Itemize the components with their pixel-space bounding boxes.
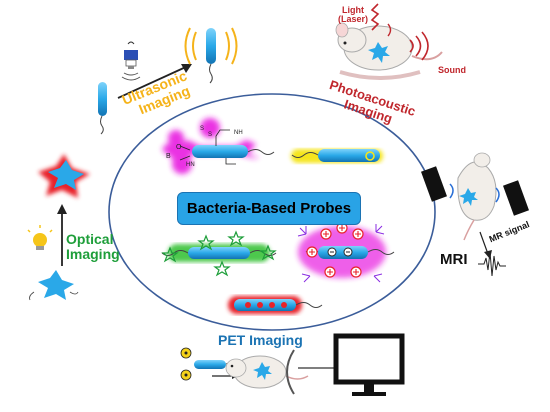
- svg-text:S: S: [208, 132, 212, 138]
- mri-section: [421, 152, 529, 277]
- probe-green: [161, 230, 277, 277]
- optical-label: Optical Imaging: [66, 232, 120, 261]
- tumor-icon: [253, 362, 272, 380]
- magnet-icon: [421, 166, 447, 202]
- pet-label: PET Imaging: [218, 332, 303, 348]
- star-icon: [213, 260, 231, 277]
- star-icon: [197, 234, 215, 251]
- probe-magenta: O B S S NH HN: [162, 118, 275, 174]
- bacterium-icon: [206, 28, 216, 64]
- bacterium-icon: [192, 145, 248, 158]
- probe-red: [228, 296, 323, 314]
- bacteria-cluster-icon: [29, 270, 79, 301]
- light-label-line2: (Laser): [338, 14, 369, 25]
- ultrasound-transducer-icon: [121, 41, 141, 81]
- light-bulb-icon: [27, 225, 53, 250]
- pet-section: [180, 333, 405, 396]
- bacterium-icon: [318, 149, 380, 162]
- star-icon: [373, 273, 383, 283]
- svg-text:NH: NH: [234, 130, 243, 136]
- mri-label: MRI: [440, 251, 468, 268]
- sound-wave-icon: [409, 39, 414, 53]
- bacterium-icon: [188, 247, 250, 259]
- central-ellipse: [108, 93, 436, 331]
- center-label: Bacteria-Based Probes: [186, 200, 352, 217]
- svg-text:S: S: [200, 126, 204, 132]
- bacterium-icon: [98, 82, 107, 116]
- mouse-icon: [457, 161, 497, 221]
- bacterium-icon: [318, 246, 368, 259]
- bacterium-icon: [194, 360, 226, 369]
- sound-wave-icon: [192, 31, 197, 61]
- mr-signal-waveform-icon: [478, 251, 506, 277]
- optical-label-line1: Optical: [66, 231, 114, 247]
- star-icon: [301, 273, 311, 283]
- star-icon: [227, 230, 245, 247]
- photoacoustic-section: [335, 3, 443, 80]
- svg-text:B: B: [166, 153, 171, 160]
- star-icon: [297, 226, 307, 237]
- probe-yellow: [291, 149, 383, 163]
- star-icon: [259, 244, 277, 261]
- laser-icon: [370, 3, 380, 31]
- light-label-line1: Light: [342, 5, 364, 15]
- tumor-icon: [368, 42, 390, 63]
- monitor-icon: [333, 333, 405, 385]
- tumor-icon: [459, 188, 478, 206]
- pet-scanner-ring-icon: [286, 349, 295, 395]
- optical-label-line2: Imaging: [66, 245, 120, 262]
- flagellum-icon: [100, 115, 104, 135]
- ultrasonic-section: [98, 27, 238, 135]
- arrow-icon: [117, 65, 189, 99]
- magnet-icon: [503, 180, 529, 216]
- sound-label: Sound: [438, 65, 466, 75]
- bacterium-icon: [234, 299, 296, 311]
- probe-charged: [297, 222, 395, 283]
- light-laser-label: Light (Laser): [338, 5, 369, 25]
- svg-text:O: O: [176, 144, 182, 151]
- star-icon: [161, 246, 179, 263]
- center-label-box: Bacteria-Based Probes: [177, 192, 361, 225]
- optical-section: [27, 154, 90, 301]
- star-icon: [375, 224, 385, 235]
- arrow-icon: [479, 231, 489, 255]
- svg-text:HN: HN: [186, 162, 195, 168]
- radiation-icon: [180, 347, 192, 381]
